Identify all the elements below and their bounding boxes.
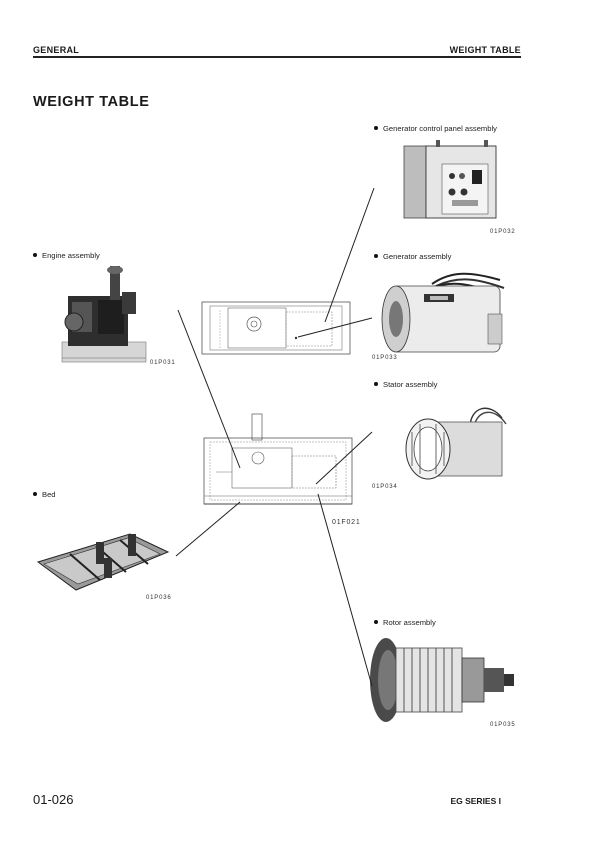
- bullet-icon: [374, 382, 378, 386]
- header-chapter: WEIGHT TABLE: [449, 45, 521, 55]
- leader-line: [315, 431, 373, 485]
- leader-line: [317, 493, 373, 687]
- rotor-photo: [370, 638, 514, 722]
- bullet-icon: [374, 620, 378, 624]
- leader-line: [297, 317, 373, 338]
- caption-bed: Bed: [33, 490, 56, 499]
- caption-engine: Engine assembly: [33, 251, 100, 260]
- leader-line: [324, 187, 375, 323]
- header-rule: [33, 56, 521, 58]
- figure-code-center: 01F021: [332, 519, 361, 526]
- figure-code-stator: 01P034: [372, 484, 398, 490]
- leader-line: [175, 501, 241, 557]
- page-number: 01-026: [33, 792, 74, 807]
- figure-code-engine: 01P031: [150, 360, 176, 366]
- generator-set-top-view-drawing: [201, 301, 351, 355]
- caption-text: Stator assembly: [383, 380, 438, 389]
- control-panel-photo: [403, 140, 497, 219]
- caption-text: Bed: [42, 490, 56, 499]
- caption-text: Rotor assembly: [383, 618, 436, 627]
- caption-rotor: Rotor assembly: [374, 618, 436, 627]
- bullet-icon: [374, 254, 378, 258]
- generator-set-side-view-drawing: [203, 413, 353, 505]
- page-title: WEIGHT TABLE: [33, 94, 150, 110]
- figure-code-generator: 01P033: [372, 355, 398, 361]
- leader-line: [177, 309, 241, 469]
- bed-photo: [36, 533, 170, 591]
- bullet-icon: [33, 253, 37, 257]
- caption-text: Engine assembly: [42, 251, 100, 260]
- figure-code-control-panel: 01P032: [490, 229, 516, 235]
- bullet-icon: [33, 492, 37, 496]
- caption-text: Generator control panel assembly: [383, 124, 497, 133]
- series-label: EG SERIES I: [450, 796, 501, 806]
- caption-generator: Generator assembly: [374, 252, 451, 261]
- engine-photo: [61, 266, 147, 363]
- stator-photo: [405, 407, 507, 480]
- header-section: GENERAL: [33, 45, 80, 55]
- caption-control-panel: Generator control panel assembly: [374, 124, 497, 133]
- bullet-icon: [374, 126, 378, 130]
- figure-code-rotor: 01P035: [490, 722, 516, 728]
- figure-code-bed: 01P036: [146, 595, 172, 601]
- generator-photo: [381, 272, 505, 353]
- caption-stator: Stator assembly: [374, 380, 437, 389]
- caption-text: Generator assembly: [383, 252, 452, 261]
